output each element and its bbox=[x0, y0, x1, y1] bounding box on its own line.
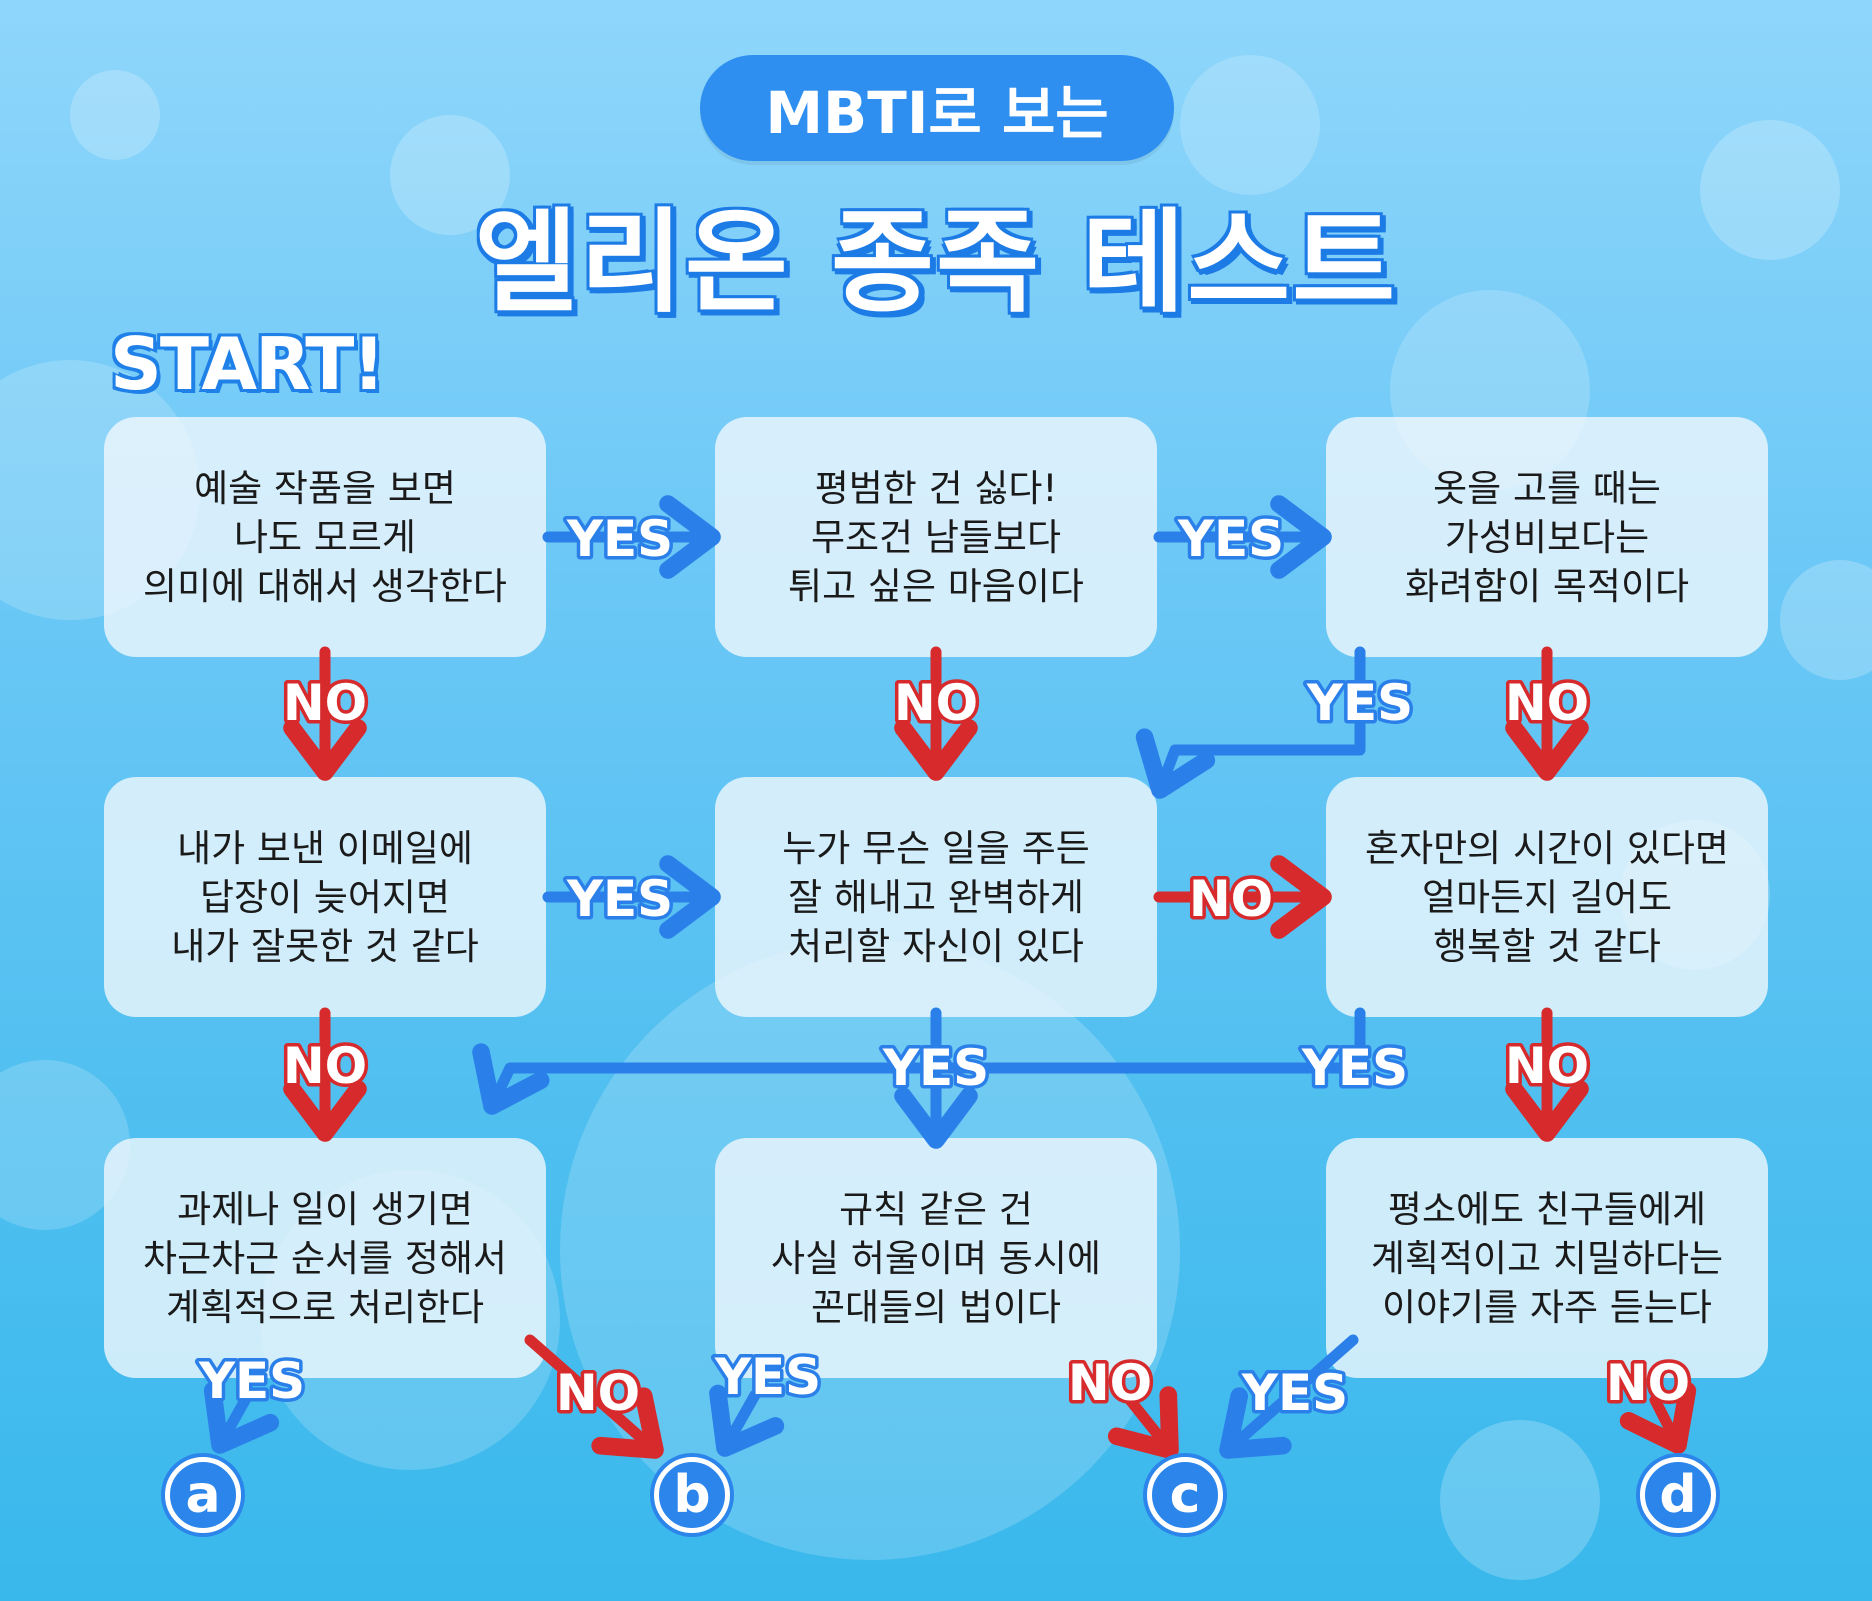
question-8: 규칙 같은 건 사실 허울이며 동시에 꼰대들의 법이다 bbox=[715, 1138, 1157, 1378]
question-9-text: 평소에도 친구들에게 계획적이고 치밀하다는 이야기를 자주 듣는다 bbox=[1370, 1187, 1724, 1329]
question-6-text: 혼자만의 시간이 있다면 얼마든지 길어도 행복할 것 같다 bbox=[1365, 826, 1729, 968]
arrow-q3-q5-yes bbox=[1135, 646, 1366, 799]
question-8-text: 규칙 같은 건 사실 허울이며 동시에 꼰대들의 법이다 bbox=[771, 1187, 1101, 1329]
label-yes-q9-c: YES bbox=[1241, 1364, 1348, 1422]
label-yes-q6: YES bbox=[1301, 1039, 1408, 1097]
label-yes-q3-q5: YES bbox=[1306, 674, 1413, 732]
label-yes-q5-q8: YES bbox=[882, 1039, 989, 1097]
label-no-q3-q6: NO bbox=[1505, 674, 1589, 732]
page-title: 엘리온 종족 테스트 bbox=[474, 198, 1398, 328]
start-label: START! bbox=[110, 322, 385, 406]
label-yes-q1-q2: YES bbox=[566, 510, 673, 568]
arrow-q7-a-yes bbox=[203, 1381, 280, 1454]
question-9: 평소에도 친구들에게 계획적이고 치밀하다는 이야기를 자주 듣는다 bbox=[1326, 1138, 1768, 1378]
arrow-q8-c-no bbox=[1107, 1386, 1179, 1459]
bubble bbox=[70, 70, 160, 160]
label-no-q1-q4: NO bbox=[283, 674, 367, 732]
arrow-q7-b-no bbox=[524, 1334, 664, 1459]
question-6: 혼자만의 시간이 있다면 얼마든지 길어도 행복할 것 같다 bbox=[1326, 777, 1768, 1017]
result-a: a bbox=[165, 1457, 241, 1533]
question-1: 예술 작품을 보면 나도 모르게 의미에 대해서 생각한다 bbox=[104, 417, 546, 657]
result-d: d bbox=[1640, 1457, 1716, 1533]
label-no-q4-q7: NO bbox=[283, 1037, 367, 1095]
question-7-text: 과제나 일이 생기면 차근차근 순서를 정해서 계획적으로 처리한다 bbox=[143, 1187, 507, 1329]
arrow-q9-d-no bbox=[1619, 1382, 1697, 1454]
label-no-q2-q5: NO bbox=[894, 674, 978, 732]
bubble bbox=[1180, 55, 1320, 195]
label-no-q8-c: NO bbox=[1068, 1354, 1152, 1412]
arrow-q8-b-yes bbox=[709, 1384, 785, 1457]
label-yes-q2-q3: YES bbox=[1177, 510, 1284, 568]
label-yes-q8-b: YES bbox=[714, 1348, 821, 1406]
question-3-text: 옷을 고를 때는 가성비보다는 화려함이 목적이다 bbox=[1404, 466, 1690, 608]
bubble bbox=[1700, 120, 1840, 260]
question-1-text: 예술 작품을 보면 나도 모르게 의미에 대해서 생각한다 bbox=[143, 466, 507, 608]
result-c: c bbox=[1147, 1457, 1223, 1533]
question-3: 옷을 고를 때는 가성비보다는 화려함이 목적이다 bbox=[1326, 417, 1768, 657]
arrow-yes-branch-to-q7 bbox=[472, 1007, 1366, 1115]
question-2: 평범한 건 싫다! 무조건 남들보다 튀고 싶은 마음이다 bbox=[715, 417, 1157, 657]
label-no-q7-b: NO bbox=[556, 1364, 640, 1422]
bubble bbox=[1780, 560, 1872, 680]
question-5: 누가 무슨 일을 주든 잘 해내고 완벽하게 처리할 자신이 있다 bbox=[715, 777, 1157, 1017]
label-no-q9-d: NO bbox=[1606, 1354, 1690, 1412]
question-4: 내가 보낸 이메일에 답장이 늦어지면 내가 잘못한 것 같다 bbox=[104, 777, 546, 1017]
bubble bbox=[390, 115, 510, 235]
bubble bbox=[1440, 1420, 1600, 1580]
label-yes-q4-q5: YES bbox=[566, 870, 673, 928]
label-yes-q7-a: YES bbox=[198, 1352, 305, 1410]
result-b: b bbox=[654, 1457, 730, 1533]
question-7: 과제나 일이 생기면 차근차근 순서를 정해서 계획적으로 처리한다 bbox=[104, 1138, 546, 1378]
subtitle-pill: MBTI로 보는 bbox=[700, 55, 1174, 161]
question-4-text: 내가 보낸 이메일에 답장이 늦어지면 내가 잘못한 것 같다 bbox=[171, 826, 479, 968]
label-no-q5-q6: NO bbox=[1189, 870, 1273, 928]
arrow-q9-c-yes bbox=[1219, 1334, 1359, 1459]
question-2-text: 평범한 건 싫다! 무조건 남들보다 튀고 싶은 마음이다 bbox=[788, 466, 1084, 608]
label-no-q6-q9: NO bbox=[1505, 1037, 1589, 1095]
question-5-text: 누가 무슨 일을 주든 잘 해내고 완벽하게 처리할 자신이 있다 bbox=[782, 826, 1090, 968]
